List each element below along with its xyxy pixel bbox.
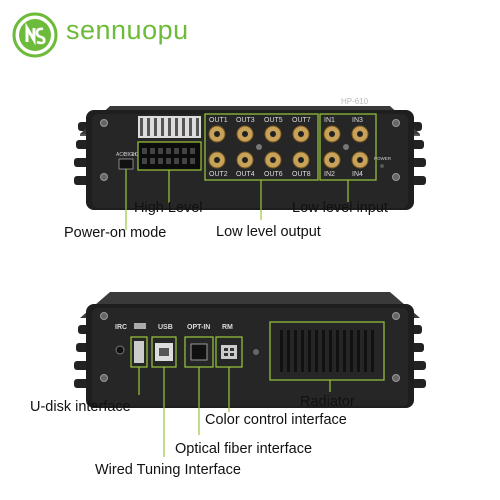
high-level-terminal bbox=[137, 116, 202, 171]
svg-text:IN2: IN2 bbox=[324, 171, 335, 178]
svg-text:POWER: POWER bbox=[374, 156, 392, 161]
callout-wired-tuning: Wired Tuning Interface bbox=[95, 462, 241, 478]
svg-text:OUT7: OUT7 bbox=[292, 117, 311, 124]
svg-text:OUT4: OUT4 bbox=[236, 171, 255, 178]
svg-text:IRC: IRC bbox=[115, 324, 127, 331]
svg-text:IN1: IN1 bbox=[324, 117, 335, 124]
callout-low-level-input: Low level input bbox=[292, 200, 388, 216]
svg-text:IN3: IN3 bbox=[352, 117, 363, 124]
svg-text:OPT-IN: OPT-IN bbox=[187, 324, 210, 331]
svg-text:OUT5: OUT5 bbox=[264, 117, 283, 124]
svg-text:OUT1: OUT1 bbox=[209, 117, 228, 124]
callout-power-on-mode: Power-on mode bbox=[64, 225, 167, 241]
top-amplifier-illustration: HP-610 ACC HIGH LO OUT1 OUT3 bbox=[74, 97, 426, 230]
callout-radiator: Radiator bbox=[300, 394, 355, 410]
brand-logo-icon bbox=[12, 12, 58, 58]
svg-text:OUT3: OUT3 bbox=[236, 117, 255, 124]
callout-color-control: Color control interface bbox=[205, 412, 347, 428]
callout-optical-fiber: Optical fiber interface bbox=[175, 441, 313, 457]
svg-text:OUT6: OUT6 bbox=[264, 171, 283, 178]
svg-text:LO: LO bbox=[132, 152, 139, 158]
callout-low-level-output: Low level output bbox=[216, 224, 321, 240]
svg-text:USB: USB bbox=[158, 324, 173, 331]
model-badge: HP-610 bbox=[341, 97, 369, 106]
callout-high-level: High Level bbox=[134, 200, 203, 216]
radiator-grille bbox=[269, 321, 385, 381]
brand-name: sennuopu bbox=[66, 15, 189, 45]
svg-text:RM: RM bbox=[222, 324, 233, 331]
svg-text:IN4: IN4 bbox=[352, 171, 363, 178]
svg-text:ACC: ACC bbox=[116, 152, 127, 158]
bottom-amplifier-illustration: IRC USB OPT-IN RM bbox=[74, 292, 426, 457]
svg-text:OUT8: OUT8 bbox=[292, 171, 311, 178]
callout-udisk: U-disk interface bbox=[30, 399, 131, 415]
svg-text:OUT2: OUT2 bbox=[209, 171, 228, 178]
svg-text:HIGH: HIGH bbox=[124, 152, 137, 158]
